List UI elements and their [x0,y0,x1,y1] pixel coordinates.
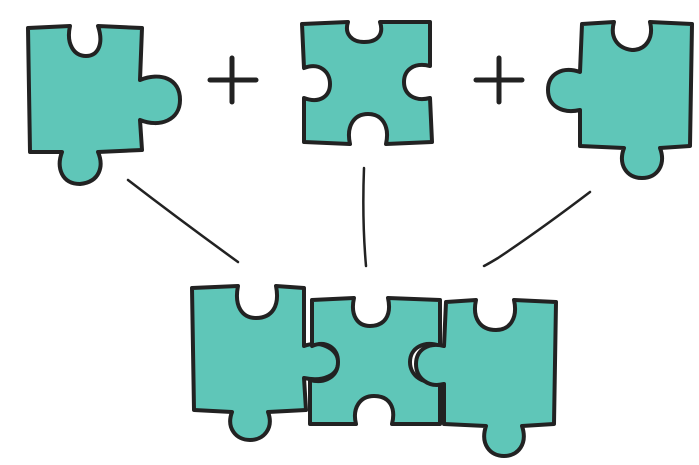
connector-line-middle [363,168,366,266]
puzzle-piece-3-shape [548,22,692,178]
connector-line-right [484,192,590,266]
puzzle-piece-icon-top-1 [28,26,180,184]
plus-icon-2 [476,58,522,102]
plus-icon-1 [210,58,256,102]
puzzle-piece-2-shape [302,22,432,144]
puzzle-piece-1-shape [28,26,180,184]
connector-line-left [128,180,238,262]
puzzle-piece-icon-top-2 [302,22,432,144]
puzzle-piece-icon-top-3 [548,22,692,178]
